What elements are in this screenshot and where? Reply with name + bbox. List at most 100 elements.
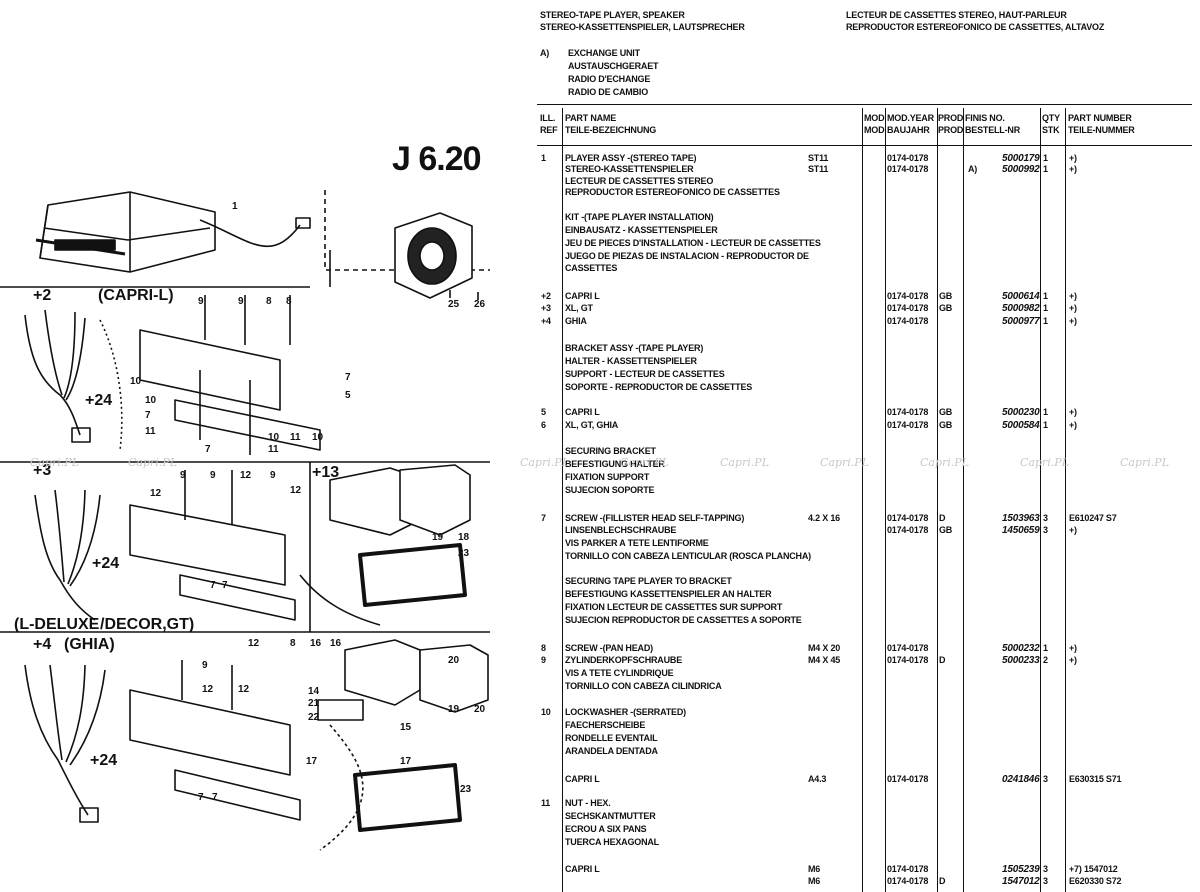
callout-number: 12 — [238, 684, 250, 695]
cell-part-name: SECURING BRACKET — [565, 446, 656, 456]
header-title-en: STEREO-TAPE PLAYER, SPEAKER — [540, 10, 685, 20]
cell-part-name: BRACKET ASSY -(TAPE PLAYER) — [565, 343, 704, 353]
col-divider — [562, 108, 563, 892]
col-header-mod-year: BAUJAHR — [887, 125, 930, 135]
cell-part-name: NUT - HEX. — [565, 798, 611, 808]
cell-part-name: SCREW -(PAN HEAD) — [565, 643, 653, 653]
cell-part-number: +7) 1547012 — [1069, 864, 1118, 874]
table-top-rule — [537, 104, 1192, 105]
callout-number: 7 — [210, 580, 216, 591]
header-title-fr: LECTEUR DE CASSETTES STEREO, HAUT-PARLEU… — [846, 10, 1067, 20]
ref-label: +24 — [90, 752, 118, 769]
col-divider — [937, 108, 938, 892]
cell-part-number: +) — [1069, 525, 1077, 535]
cell-part-name: XL, GT — [565, 303, 593, 313]
callout-number: 20 — [448, 655, 460, 666]
watermark: Capri.PL — [1120, 456, 1169, 469]
cell-part-name: LINSENBLECHSCHRAUBE — [565, 525, 677, 535]
cell-part-name: PLAYER ASSY -(STEREO TAPE) — [565, 153, 697, 163]
watermark: Capri.PL — [620, 456, 669, 469]
callout-number: 7 — [205, 444, 211, 455]
cell-part-name: JUEGO DE PIEZAS DE INSTALACION - REPRODU… — [565, 251, 809, 261]
cell-mod-year: 0174-0178 — [887, 513, 929, 523]
cell-mod-year: 0174-0178 — [887, 153, 929, 163]
col-header-qty: STK — [1042, 125, 1060, 135]
callout-number: 7 — [145, 410, 151, 421]
cell-part-name: FIXATION SUPPORT — [565, 472, 650, 482]
cell-prod: D — [939, 513, 946, 523]
variant-label-capri-l: (CAPRI-L) — [98, 287, 174, 304]
cell-part-name: VIS PARKER A TETE LENTIFORME — [565, 538, 709, 548]
tape-player-unit — [35, 191, 311, 273]
cell-prod: GB — [939, 525, 953, 535]
callout-number: 12 — [202, 684, 214, 695]
col-header-mod: MOD — [864, 125, 885, 135]
cell-part-name: KIT -(TAPE PLAYER INSTALLATION) — [565, 212, 714, 222]
watermark: Capri.PL — [820, 456, 869, 469]
cell-qty: 1 — [1043, 291, 1048, 301]
cell-finis-no: 5000230 — [1002, 407, 1040, 418]
cell-part-name: VIS A TETE CYLINDRIQUE — [565, 668, 674, 678]
cell-part-number: +) — [1069, 655, 1077, 665]
callout-number: 8 — [286, 296, 292, 307]
variant-label-decor-gt: /DECOR,GT) — [100, 616, 195, 633]
cell-part-number: +) — [1069, 316, 1077, 326]
col-divider — [862, 108, 863, 892]
cell-ref: 10 — [541, 707, 551, 717]
cell-part-name: FAECHERSCHEIBE — [565, 720, 646, 730]
speaker-unit — [394, 212, 479, 300]
watermark: Capri.PL — [920, 456, 969, 469]
cell-part-name: SCREW -(FILLISTER HEAD SELF-TAPPING) — [565, 513, 745, 523]
watermark: Capri.PL — [128, 456, 177, 469]
callout-number: 10 — [145, 395, 157, 406]
callout-number: 7 — [222, 580, 228, 591]
cell-part-name: CAPRI L — [565, 291, 600, 301]
cell-ref: 7 — [541, 513, 546, 523]
cell-mod: 4.2 X 16 — [808, 513, 840, 523]
cell-part-name: REPRODUCTOR ESTEREOFONICO DE CASSETTES — [565, 187, 780, 197]
cell-ref: +2 — [541, 291, 551, 301]
callout-number: 9 — [202, 660, 208, 671]
cell-prod: A) — [968, 164, 978, 174]
callout-number: 1 — [232, 201, 238, 212]
cell-ref: 9 — [541, 655, 546, 665]
cell-part-name: CAPRI L — [565, 774, 600, 784]
callout-number: 25 — [448, 299, 460, 310]
cell-qty: 2 — [1043, 655, 1048, 665]
cell-part-name: TORNILLO CON CABEZA CILINDRICA — [565, 681, 722, 691]
callout-number: 12 — [248, 638, 260, 649]
bracket-capri-l — [99, 295, 321, 455]
cell-qty: 1 — [1043, 407, 1048, 417]
cell-prod: GB — [939, 420, 953, 430]
cell-qty: 3 — [1043, 774, 1048, 784]
cell-mod: M4 X 45 — [808, 655, 841, 665]
cell-part-name: XL, GT, GHIA — [565, 420, 619, 430]
cell-finis-no: 0241846 — [1002, 774, 1040, 785]
callout-number: 7 — [212, 792, 218, 803]
variant-label-deluxe: (L-DELUXE — [14, 616, 100, 633]
cell-part-number: E620330 S72 — [1069, 876, 1122, 886]
cell-ref: 6 — [541, 420, 546, 430]
table-header-rule — [537, 145, 1192, 146]
callout-number: 21 — [308, 698, 320, 709]
callout-number: 12 — [240, 470, 252, 481]
cell-part-name: HALTER - KASSETTENSPIELER — [565, 356, 697, 366]
cell-mod-year: 0174-0178 — [887, 876, 929, 886]
cell-prod: GB — [939, 407, 953, 417]
cell-part-name: SECHSKANTMUTTER — [565, 811, 656, 821]
cell-qty: 1 — [1043, 316, 1048, 326]
col-header-ill: REF — [540, 125, 558, 135]
cell-qty: 1 — [1043, 420, 1048, 430]
callout-number: 11 — [145, 426, 156, 437]
callout-number: 5 — [345, 390, 351, 401]
callout-number: 20 — [474, 704, 486, 715]
cell-mod-year: 0174-0178 — [887, 316, 929, 326]
col-header-mod: MOD — [864, 113, 885, 123]
cell-ref: 5 — [541, 407, 546, 417]
wiring-harness-3 — [24, 664, 106, 823]
cell-qty: 3 — [1043, 525, 1048, 535]
cell-part-name: LECTEUR DE CASSETTES STEREO — [565, 176, 714, 186]
cell-mod-year: 0174-0178 — [887, 643, 929, 653]
cell-finis-no: 5000232 — [1002, 643, 1040, 654]
